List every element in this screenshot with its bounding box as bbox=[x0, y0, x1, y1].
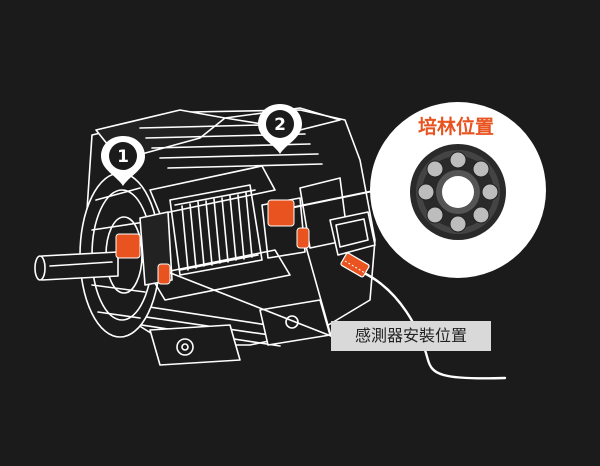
sensor-front-highlight bbox=[157, 263, 171, 285]
motor-shaft bbox=[34, 251, 119, 281]
bearing-front-highlight bbox=[115, 233, 141, 259]
marker-1-number: 1 bbox=[117, 147, 129, 167]
bearing-callout bbox=[370, 102, 546, 278]
marker-1 bbox=[101, 136, 145, 186]
bearing-leader-line bbox=[289, 189, 379, 209]
terminal-box bbox=[329, 211, 376, 256]
bearing-icon bbox=[410, 144, 506, 240]
sensor-leader-line-2 bbox=[302, 235, 332, 337]
bearing-position-title: 培林位置 bbox=[417, 116, 494, 138]
sensor-connector bbox=[340, 252, 370, 278]
marker-2 bbox=[258, 104, 302, 154]
sensor-cable bbox=[360, 270, 507, 380]
sensor-leader-line-1 bbox=[167, 271, 332, 337]
sensor-rear-highlight bbox=[296, 227, 310, 249]
bearing-rear-highlight bbox=[267, 199, 295, 227]
sensor-position-label: 感測器安裝位置 bbox=[331, 321, 491, 351]
marker-2-number: 2 bbox=[274, 115, 286, 135]
